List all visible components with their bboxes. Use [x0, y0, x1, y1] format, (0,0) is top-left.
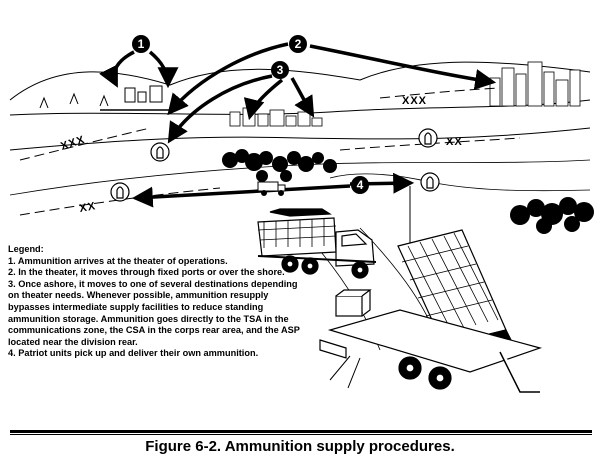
caption-rule-thick: [10, 430, 592, 433]
marker-2: 2: [289, 35, 307, 53]
legend-item-3: 3. Once ashore, it moves to one of sever…: [8, 279, 300, 349]
corps-boundary-label-right: XXX: [402, 95, 427, 107]
marker-1: 1: [132, 35, 150, 53]
legend-item-2: 2. In the theater, it moves through fixe…: [8, 267, 300, 279]
ammo-storage-symbol: [421, 173, 439, 191]
ammo-storage-symbol: [151, 143, 169, 161]
svg-text:2: 2: [295, 37, 302, 51]
legend-item-1: 1. Ammunition arrives at the theater of …: [8, 256, 300, 268]
svg-text:3: 3: [277, 63, 284, 77]
svg-text:1: 1: [138, 37, 145, 51]
figure-caption: Figure 6-2. Ammunition supply procedures…: [0, 438, 600, 455]
marker-4: 4: [351, 176, 369, 194]
legend-title: Legend:: [8, 244, 300, 256]
svg-text:4: 4: [357, 178, 364, 192]
division-boundary-label-left: XX: [78, 200, 97, 215]
division-boundary-label-right: XX: [446, 136, 463, 148]
legend: Legend: 1. Ammunition arrives at the the…: [8, 244, 300, 360]
ammunition-supply-illustration: XXX XXX XX XX 1 2 3: [0, 0, 600, 430]
tree-cluster: [222, 149, 337, 182]
port-facility: [100, 86, 170, 110]
ammo-storage-symbol: [419, 129, 437, 147]
convoy-truck: [258, 182, 285, 196]
caption-rule-thin: [10, 434, 592, 435]
tree-line-right: [510, 197, 594, 234]
patriot-launcher: [320, 186, 540, 392]
corps-boundary-label-left: XXX: [59, 134, 86, 153]
legend-item-4: 4. Patriot units pick up and deliver the…: [8, 348, 300, 360]
marker-3: 3: [271, 61, 289, 79]
ammo-storage-symbol: [111, 183, 129, 201]
corps-boundary-line: [20, 88, 520, 215]
